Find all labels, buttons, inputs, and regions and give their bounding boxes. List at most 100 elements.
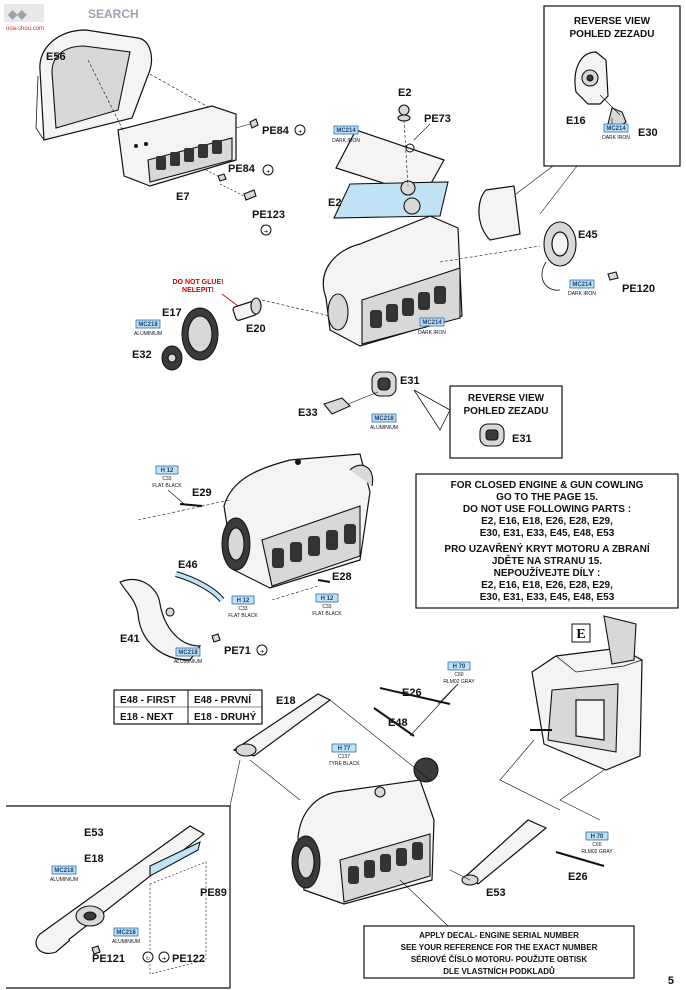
svg-text:E18: E18 — [84, 853, 104, 865]
svg-text:PE71: PE71 — [224, 645, 251, 657]
decal-note-line: SEE YOUR REFERENCE FOR THE EXACT NUMBER — [401, 943, 598, 952]
svg-text:PE84: PE84 — [228, 163, 256, 175]
part-e41-drawing: E41 — [119, 578, 202, 661]
decal-note-line: APPLY DECAL- ENGINE SERIAL NUMBER — [419, 931, 579, 940]
svg-text:C33: C33 — [162, 476, 171, 482]
svg-text:NELEPIT!: NELEPIT! — [182, 287, 214, 294]
paint-code-mc218-e: MC218 ALUMINIUM — [112, 927, 140, 945]
part-e2-knob: E2 — [397, 87, 411, 122]
svg-text:➜: ➜ — [298, 129, 302, 135]
svg-text:C33: C33 — [322, 604, 331, 610]
svg-text:E17: E17 — [162, 307, 182, 319]
part-label-e16: E16 — [566, 115, 586, 127]
section-marker-e: E — [571, 623, 591, 643]
svg-text:E53: E53 — [84, 827, 104, 839]
assembly-leaders — [249, 699, 605, 881]
svg-text:➜: ➜ — [266, 169, 270, 175]
svg-text:MC218: MC218 — [374, 416, 394, 422]
svg-text:ALUMINIUM: ALUMINIUM — [174, 659, 202, 665]
reverse-view-subtitle: POHLED ZEZADU — [570, 29, 655, 40]
svg-text:E45: E45 — [578, 229, 598, 241]
part-e46-drawing: E46 — [175, 559, 225, 603]
svg-text:DARK IRON: DARK IRON — [602, 135, 630, 141]
svg-text:DARK IRON: DARK IRON — [568, 291, 596, 297]
svg-text:H 12: H 12 — [161, 468, 174, 474]
svg-text:PE89: PE89 — [200, 887, 227, 899]
svg-text:E31: E31 — [512, 433, 532, 445]
svg-text:MC218: MC218 — [116, 930, 136, 936]
part-e31-drawing: E31 — [371, 371, 420, 397]
watermark-brand: SEARCH — [88, 7, 139, 21]
part-e7-drawing — [117, 105, 237, 187]
cowling-note-line: DO NOT USE FOLLOWING PARTS : — [463, 504, 631, 515]
svg-text:MC218: MC218 — [178, 650, 198, 656]
page-number: 5 — [668, 975, 674, 987]
paint-code-h12-c: H 12 C33 FLAT BLACK — [312, 593, 342, 617]
svg-text:E2: E2 — [398, 87, 411, 99]
svg-text:➜: ➜ — [260, 649, 264, 655]
svg-text:➜: ➜ — [264, 229, 268, 235]
svg-text:E20: E20 — [246, 323, 266, 335]
order-table: E48 - FIRST E48 - PRVNÍ E18 - NEXT E18 -… — [113, 689, 263, 725]
reverse-view-box-e31: REVERSE VIEW POHLED ZEZADU E31 — [413, 385, 563, 459]
cowling-note-line: E2, E16, E18, E26, E28, E29, — [481, 516, 613, 527]
part-label-e30: E30 — [638, 127, 658, 139]
svg-text:DARK IRON: DARK IRON — [332, 138, 360, 144]
part-e32-drawing: E32 — [132, 345, 183, 371]
svg-text:PE123: PE123 — [252, 209, 285, 221]
svg-text:E: E — [576, 627, 585, 642]
svg-text:POHLED ZEZADU: POHLED ZEZADU — [464, 406, 549, 417]
svg-text:E28: E28 — [332, 571, 352, 583]
cowling-note-line: E30, E31, E33, E45, E48, E53 — [480, 592, 615, 603]
part-e2-plate: E2 — [328, 180, 449, 219]
svg-text:E46: E46 — [178, 559, 198, 571]
order-table-cell: E18 - DRUHÝ — [194, 710, 257, 723]
svg-text:E26: E26 — [402, 687, 422, 699]
part-e28-drawing: E28 — [317, 571, 352, 583]
svg-text:REVERSE VIEW: REVERSE VIEW — [468, 393, 545, 404]
decal-note-line: SÉRIOVÉ ČÍSLO MOTORU- POUŽIJTE OBTISK — [411, 955, 588, 964]
paint-code-mc214-b: MC214 DARK IRON — [332, 125, 360, 144]
svg-text:FLAT BLACK: FLAT BLACK — [152, 483, 182, 489]
svg-text:RLM02 GRAY: RLM02 GRAY — [443, 679, 475, 685]
svg-text:➜: ➜ — [162, 956, 166, 962]
paint-code-h12-a: H 12 C33 FLAT BLACK — [152, 465, 182, 489]
part-label-e7: E7 — [176, 191, 189, 203]
svg-text:PE121: PE121 — [92, 953, 125, 965]
svg-text:PE84: PE84 — [262, 125, 290, 137]
svg-text:E53: E53 — [486, 887, 506, 899]
engine-block-lower — [291, 757, 439, 905]
svg-text:MC214: MC214 — [606, 126, 626, 132]
watermark-site: ooa-shou.com — [6, 26, 44, 32]
part-e20-drawing: E20 — [232, 297, 266, 335]
cowling-note-line: NEPOUŽÍVEJTE DÍLY : — [494, 566, 601, 579]
part-label-e56: E56 — [46, 51, 66, 63]
paint-code-mc214: MC214 DARK IRON — [602, 123, 630, 141]
svg-text:E26: E26 — [568, 871, 588, 883]
reverse-view-box-top: REVERSE VIEW POHLED ZEZADU E16 E30 MC214… — [543, 5, 681, 167]
svg-text:E41: E41 — [120, 633, 140, 645]
cowling-note-line: PRO UZAVŘENÝ KRYT MOTORU A ZBRANÍ — [444, 542, 649, 555]
svg-text:E33: E33 — [298, 407, 318, 419]
part-e18-drawing: E18 — [232, 693, 332, 757]
order-table-cell: E48 - FIRST — [120, 695, 176, 706]
part-pe84-lower: PE84 ➜ — [205, 163, 274, 182]
svg-text:PE122: PE122 — [172, 953, 205, 965]
svg-text:E31: E31 — [400, 375, 420, 387]
svg-text:MC218: MC218 — [54, 868, 74, 874]
watermark-logo — [4, 4, 44, 22]
reverse-view-title: REVERSE VIEW — [574, 16, 651, 27]
svg-text:MC214: MC214 — [572, 282, 592, 288]
detail-inset: E53 E18 PE89 — [6, 759, 241, 989]
cowling-note-line: E30, E31, E33, E45, E48, E53 — [480, 528, 615, 539]
paint-code-mc218-c: MC218 ALUMINIUM — [174, 647, 202, 665]
part-e26-lower: E26 — [555, 851, 605, 883]
svg-text:H 12: H 12 — [321, 596, 334, 602]
svg-text:DARK IRON: DARK IRON — [418, 330, 446, 336]
engine-block-middle — [221, 453, 374, 589]
cowling-note-line: FOR CLOSED ENGINE & GUN COWLING — [451, 480, 644, 491]
svg-text:H 70: H 70 — [453, 664, 466, 670]
paint-code-mc218-b: MC218 ALUMINIUM — [370, 413, 398, 431]
engine-block-upper — [322, 197, 463, 347]
part-e48-drawing: E48 — [373, 707, 415, 737]
